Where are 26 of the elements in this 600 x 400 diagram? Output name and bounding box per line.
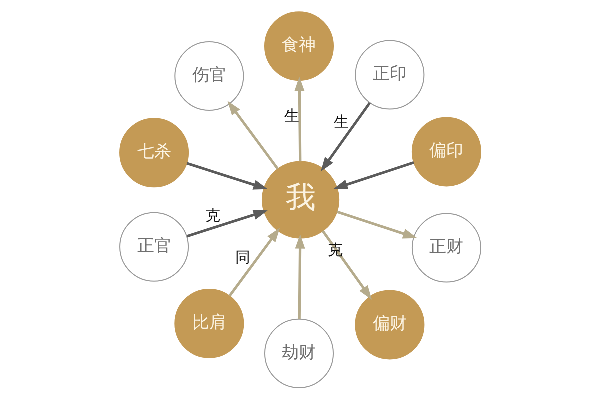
node-circle: 偏印 (411, 117, 481, 187)
edge-label: 生 (333, 112, 348, 131)
edge-label: 同 (234, 248, 250, 266)
arrow (227, 101, 279, 170)
arrow (333, 162, 414, 190)
node-circle: 偏财 (354, 290, 424, 360)
node-circle: 正印 (354, 40, 424, 110)
arrow (321, 230, 372, 300)
arrow (336, 210, 417, 239)
arrow (228, 228, 280, 297)
arrow (320, 102, 370, 172)
node-circle: 比肩 (174, 288, 244, 358)
node-circle: 我 (261, 161, 340, 239)
node-circle: 食神 (264, 12, 334, 82)
edge-label: 克 (328, 241, 343, 260)
arrow (186, 162, 268, 190)
node-circle: 正官 (119, 212, 189, 282)
node-circle: 伤官 (174, 42, 244, 112)
edge-label: 生 (284, 106, 299, 125)
node-circle: 正财 (411, 213, 481, 283)
node-circle: 劫财 (264, 318, 334, 388)
edge-label: 克 (205, 206, 220, 225)
arrow (294, 76, 304, 162)
node-circle: 七杀 (119, 118, 189, 188)
arrow (294, 234, 305, 320)
arrow (186, 210, 268, 238)
